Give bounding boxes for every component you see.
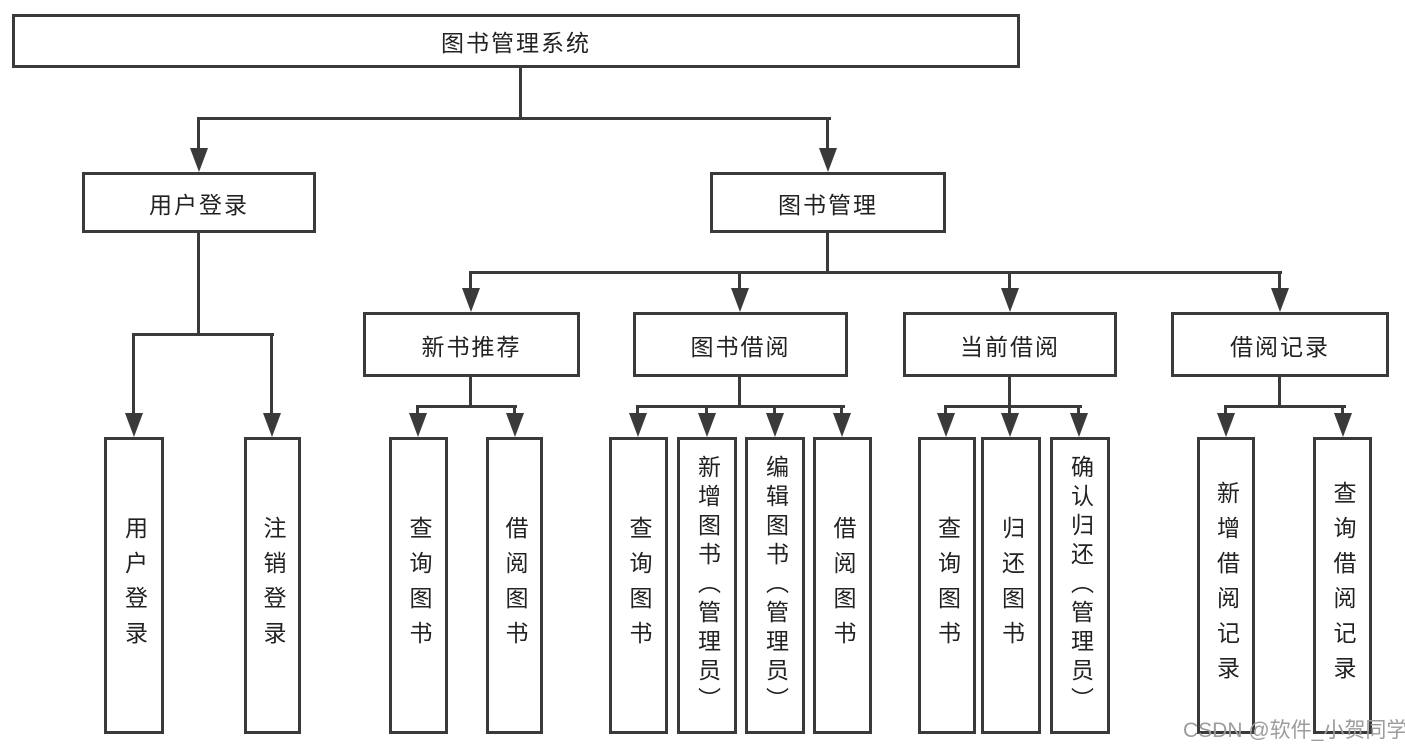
connector-line <box>513 405 516 416</box>
node-current-borrowing: 当前借阅 <box>903 312 1117 377</box>
connector-line <box>738 377 741 408</box>
leaf-add-books-admin: 新增图书（管理员） <box>677 437 737 734</box>
leaf-query-books-recommend: 查询图书 <box>389 437 448 734</box>
leaf-return-books: 归还图书 <box>981 437 1041 734</box>
arrow-down-icon <box>833 413 851 437</box>
leaf-logout: 注销登录 <box>244 437 301 734</box>
arrow-down-icon <box>190 148 208 172</box>
leaf-edit-books-admin: 编辑图书（管理员） <box>745 437 805 734</box>
leaf-query-books-borrowing: 查询图书 <box>609 437 668 734</box>
connector-line <box>1008 405 1011 416</box>
connector-line <box>469 271 1282 274</box>
connector-line <box>197 117 831 120</box>
arrow-down-icon <box>125 413 143 437</box>
arrow-down-icon <box>731 288 749 312</box>
leaf-label: 查询图书 <box>934 515 961 656</box>
connector-line <box>1278 377 1281 408</box>
node-book-management: 图书管理 <box>710 172 946 233</box>
connector-line <box>197 233 200 336</box>
leaf-label: 借阅图书 <box>830 515 856 656</box>
leaf-borrow-books-recommend: 借阅图书 <box>486 437 543 734</box>
connector-line <box>469 271 472 291</box>
arrow-down-icon <box>937 413 955 437</box>
leaf-label: 用户登录 <box>121 515 148 656</box>
arrow-down-icon <box>766 413 784 437</box>
node-book-borrowing: 图书借阅 <box>633 312 848 377</box>
arrow-down-icon <box>1001 288 1019 312</box>
connector-line <box>944 405 947 416</box>
connector-line <box>944 405 1082 408</box>
connector-line <box>270 333 273 415</box>
leaf-label: 新增图书（管理员） <box>694 455 721 716</box>
connector-line <box>469 377 472 408</box>
csdn-watermark: CSDN @软件_小贺同学 <box>1183 719 1405 742</box>
connector-line <box>1077 405 1080 416</box>
leaf-add-borrow-record: 新增借阅记录 <box>1197 437 1255 734</box>
arrow-down-icon <box>1217 413 1235 437</box>
arrow-down-icon <box>629 413 647 437</box>
node-new-book-recommend: 新书推荐 <box>363 312 580 377</box>
arrow-down-icon <box>1334 413 1352 437</box>
connector-line <box>636 405 639 416</box>
node-library-system: 图书管理系统 <box>12 14 1020 68</box>
connector-line <box>519 66 522 120</box>
leaf-label: 注销登录 <box>260 515 286 656</box>
leaf-user-login: 用户登录 <box>104 437 164 734</box>
connector-line <box>416 405 419 416</box>
leaf-query-borrow-record: 查询借阅记录 <box>1313 437 1372 734</box>
leaf-query-books-current: 查询图书 <box>918 437 976 734</box>
connector-line <box>197 117 200 151</box>
leaf-label: 新增借阅记录 <box>1213 480 1240 691</box>
arrow-down-icon <box>819 148 837 172</box>
connector-line <box>705 405 708 416</box>
connector-line <box>132 333 274 336</box>
leaf-label: 查询图书 <box>406 515 432 656</box>
leaf-borrow-books: 借阅图书 <box>813 437 872 734</box>
leaf-label: 编辑图书（管理员） <box>762 455 789 716</box>
node-borrow-records: 借阅记录 <box>1171 312 1389 377</box>
leaf-label: 借阅图书 <box>502 515 528 656</box>
connector-line <box>826 117 829 151</box>
connector-line <box>773 405 776 416</box>
connector-line <box>1224 405 1227 416</box>
leaf-confirm-return-admin: 确认归还（管理员） <box>1050 437 1110 734</box>
connector-line <box>840 405 843 416</box>
arrow-down-icon <box>1001 413 1019 437</box>
connector-line <box>416 405 517 408</box>
leaf-label: 归还图书 <box>998 515 1025 656</box>
connector-line <box>738 271 741 291</box>
arrow-down-icon <box>506 413 524 437</box>
connector-line <box>1278 271 1281 291</box>
connector-line <box>636 405 845 408</box>
leaf-label: 查询借阅记录 <box>1330 480 1356 691</box>
connector-line <box>132 333 135 415</box>
arrow-down-icon <box>462 288 480 312</box>
connector-line <box>826 233 829 274</box>
connector-line <box>1008 271 1011 291</box>
leaf-label: 查询图书 <box>626 515 652 656</box>
connector-line <box>1224 405 1346 408</box>
connector-line <box>1008 377 1011 408</box>
node-user-login: 用户登录 <box>82 172 316 233</box>
arrow-down-icon <box>698 413 716 437</box>
arrow-down-icon <box>409 413 427 437</box>
leaf-label: 确认归还（管理员） <box>1067 455 1094 716</box>
arrow-down-icon <box>1271 288 1289 312</box>
arrow-down-icon <box>263 413 281 437</box>
connector-line <box>1341 405 1344 416</box>
arrow-down-icon <box>1070 413 1088 437</box>
